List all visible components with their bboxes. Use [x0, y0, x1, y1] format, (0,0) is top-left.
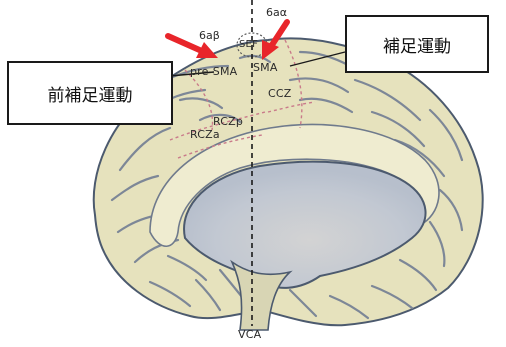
- label-ccz: CCZ: [268, 88, 292, 99]
- label-vca: VCA: [238, 329, 261, 340]
- label-sma: SMA: [253, 62, 278, 73]
- label-6a-alpha: 6aα: [266, 7, 287, 18]
- label-rczp: RCZp: [213, 116, 243, 127]
- label-6a-beta: 6aβ: [199, 30, 220, 41]
- callout-sma-jp: 補足運動: [345, 15, 489, 73]
- callout-pre-sma-jp: 前補足運動: [7, 61, 173, 125]
- label-pre-sma: pre-SMA: [190, 66, 237, 77]
- label-rcza: RCZa: [190, 129, 220, 140]
- label-sef: SEF: [239, 40, 258, 50]
